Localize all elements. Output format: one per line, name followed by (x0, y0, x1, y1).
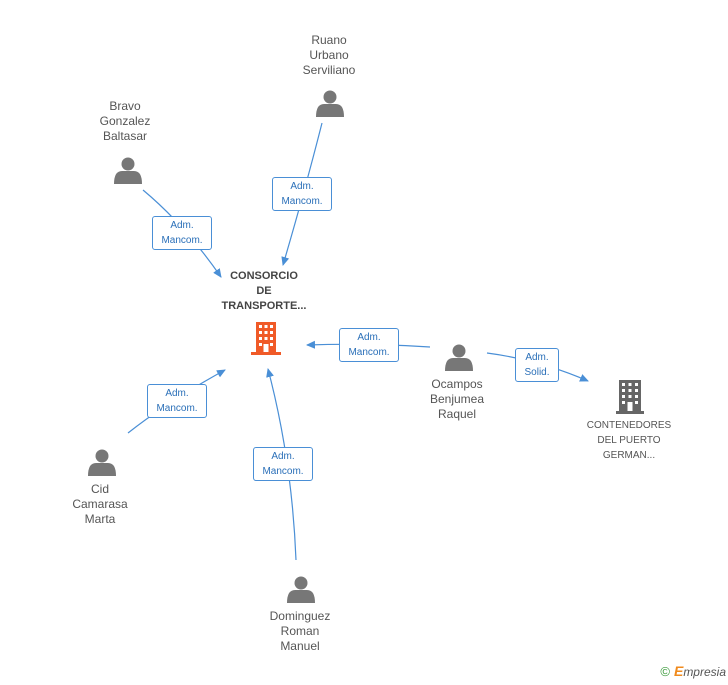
person-label-cid[interactable]: Cid Camarasa Marta (72, 482, 128, 526)
person-label-ruano[interactable]: Ruano Urbano Serviliano (302, 33, 356, 77)
footer-brand: ©Empresia (660, 663, 726, 679)
company-label-contenedores[interactable]: CONTENEDORES DEL PUERTO GERMAN... (586, 420, 672, 461)
person-icon[interactable] (88, 449, 116, 477)
person-icon[interactable] (445, 344, 473, 372)
edge-label-cid: Adm. Mancom. (147, 384, 207, 418)
brand-logo: Empresia (673, 663, 726, 679)
person-icon[interactable] (316, 90, 344, 118)
edge-label-ocampos: Adm. Mancom. (339, 328, 399, 362)
edge-label-bravo: Adm. Mancom. (152, 216, 212, 250)
center-company-label[interactable]: CONSORCIO DE TRANSPORTE... (221, 270, 307, 312)
person-label-bravo[interactable]: Bravo Gonzalez Baltasar (99, 99, 151, 143)
edge-label-ruano: Adm. Mancom. (272, 177, 332, 211)
building-icon (616, 380, 644, 414)
person-icon[interactable] (287, 576, 315, 604)
person-icon[interactable] (114, 157, 142, 185)
person-label-dominguez[interactable]: Dominguez Roman Manuel (269, 609, 331, 653)
copyright-icon: © (660, 664, 670, 679)
building-icon (251, 322, 281, 355)
edge-label-dominguez: Adm. Mancom. (253, 447, 313, 481)
person-label-ocampos[interactable]: Ocampos Benjumea Raquel (429, 377, 485, 421)
edge-label-contenedores: Adm. Solid. (515, 348, 559, 382)
